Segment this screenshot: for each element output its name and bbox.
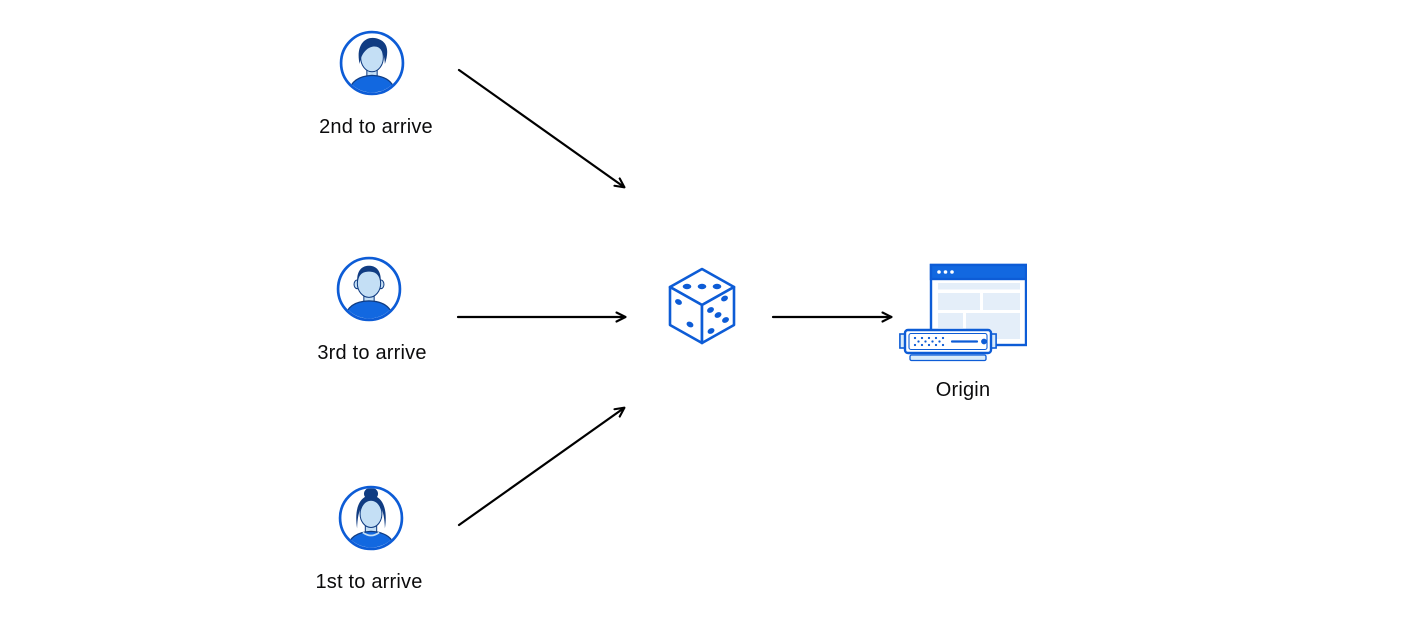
client-label-1st: 1st to arrive [315,571,423,593]
dice-pips [675,283,729,334]
client-label-3rd: 3rd to arrive [317,342,427,364]
server-vent-dots [913,336,945,347]
dice-icon [668,267,736,345]
arrow-client1-to-dice [457,408,624,527]
server-icon [899,328,997,362]
user-avatar-male-quiff-icon [339,30,405,96]
user-avatar-male-crop-icon [336,256,402,322]
arrow-client2-to-dice [457,68,624,187]
origin-browser-server-icon [899,263,1027,362]
client-label-2nd: 2nd to arrive [319,116,433,138]
origin-label: Origin [935,379,991,401]
user-avatar-female-bun-icon [338,485,404,551]
